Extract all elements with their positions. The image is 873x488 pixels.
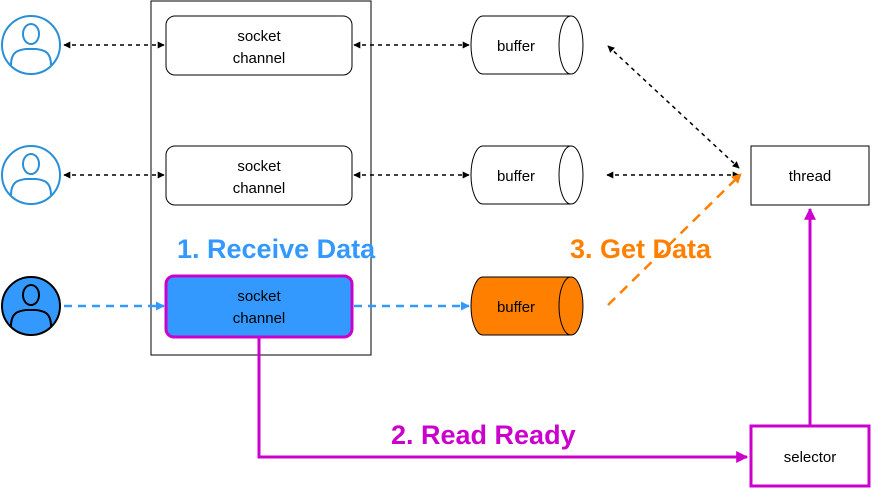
selector-label: selector [784,449,837,466]
thread-box: thread [750,145,870,206]
step-1-label: 1. Receive Data [177,234,376,264]
socket-channel-label: socket [237,288,281,305]
step-2-label: 2. Read Ready [391,420,576,450]
buffer-1: buffer [470,15,584,75]
buffer-2: buffer [470,145,584,205]
socket-channel-label: channel [233,310,286,327]
socket-channel-label: socket [237,158,281,175]
read-ready-arrow [257,338,749,463]
socket-channel-label: channel [233,180,286,197]
socket-channel-2: socket channel [165,145,353,206]
buffer-label: buffer [497,168,535,185]
thread-label: thread [789,168,832,185]
buffer-label: buffer [497,38,535,55]
active-client-icon [1,276,61,336]
buffer-label: buffer [497,299,535,316]
buffer-thread-link-1 [607,45,740,169]
socket-channel-3-active: socket channel [164,274,354,339]
step-3-label: 3. Get Data [570,234,712,264]
socket-channel-1: socket channel [165,15,353,76]
get-data-arrow [607,173,742,306]
selector-box: selector [749,424,871,488]
socket-channel-label: channel [233,50,286,67]
client-icon [1,145,61,205]
client-icon [1,15,61,75]
socket-channel-label: socket [237,28,281,45]
buffer-3-active: buffer [470,276,584,336]
